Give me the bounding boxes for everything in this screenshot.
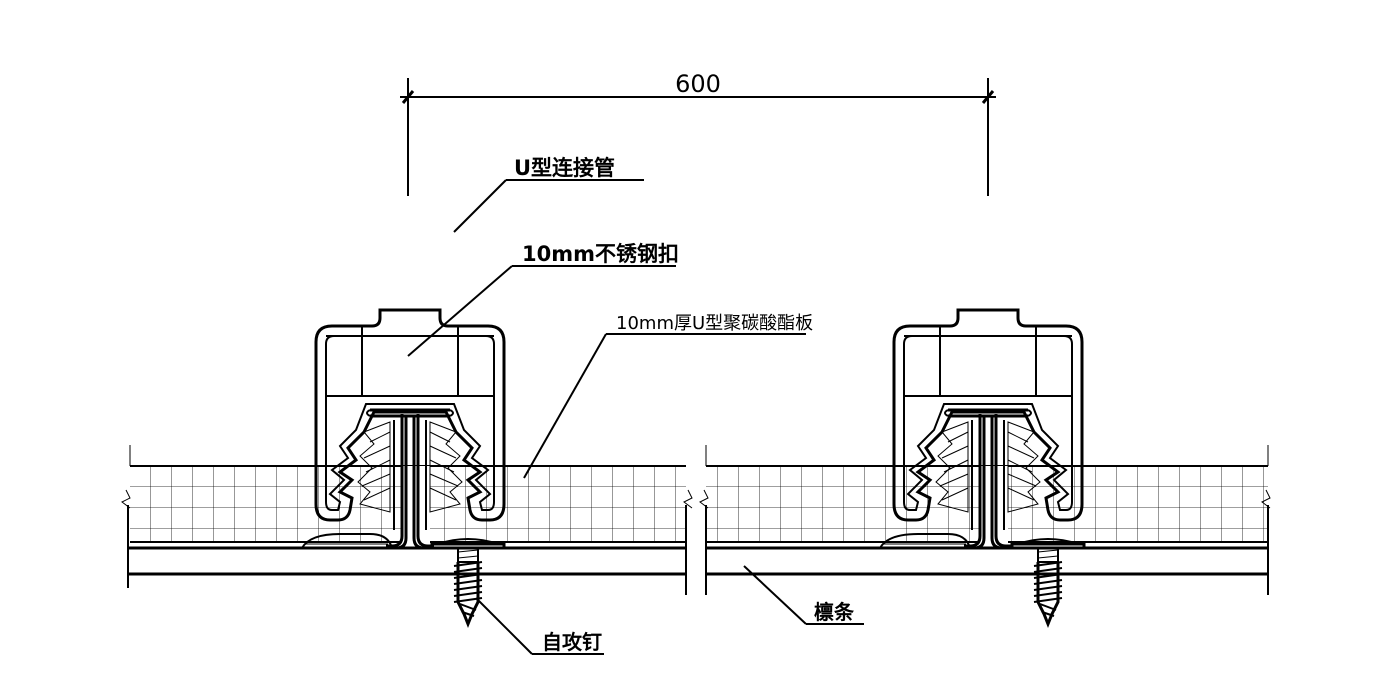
label-u-connector: U型连接管 bbox=[453, 156, 644, 233]
label-steel-clip: 10mm不锈钢扣 bbox=[407, 242, 679, 357]
purlin bbox=[127, 505, 1269, 595]
u-connector-label: U型连接管 bbox=[514, 156, 615, 180]
screw-left bbox=[430, 537, 506, 626]
screw-label: 自攻钉 bbox=[542, 630, 602, 654]
dimension-label: 600 bbox=[675, 70, 721, 98]
break-marks bbox=[121, 489, 1271, 509]
dimension-600: 600 bbox=[400, 70, 996, 196]
steel-clip-label: 10mm不锈钢扣 bbox=[522, 242, 679, 266]
screw-right bbox=[1010, 537, 1086, 626]
pc-panel-label: 10mm厚U型聚碳酸酯板 bbox=[616, 313, 813, 334]
label-pc-panel: 10mm厚U型聚碳酸酯板 bbox=[523, 313, 813, 479]
purlin-label: 檩条 bbox=[814, 600, 855, 624]
label-purlin: 檩条 bbox=[743, 565, 864, 625]
label-screw: 自攻钉 bbox=[475, 597, 604, 655]
